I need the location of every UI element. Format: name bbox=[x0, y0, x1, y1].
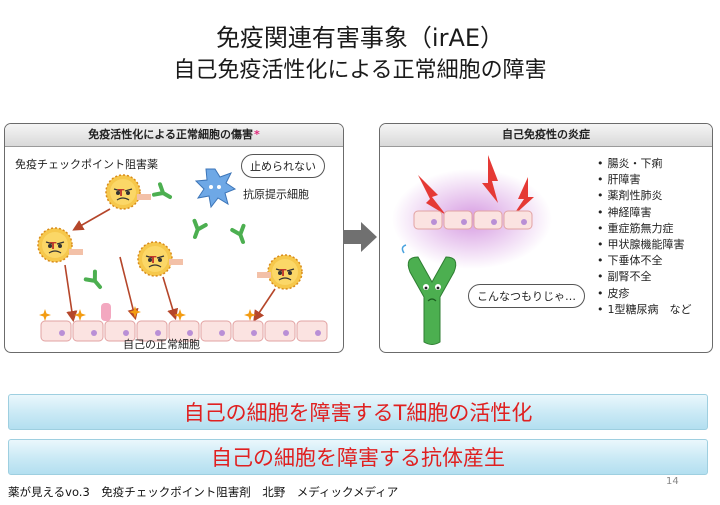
t-cell bbox=[37, 227, 83, 263]
normal-cells-label: 自己の正常細胞 bbox=[123, 338, 200, 351]
immune-activation-panel: 免疫活性化による正常細胞の傷害* bbox=[4, 123, 344, 353]
lightning-icon bbox=[418, 175, 446, 215]
checkpoint-inhibitor-label: 免疫チェックポイント阻害薬 bbox=[15, 158, 158, 171]
source-citation: 薬が見えるvo.3 免疫チェックポイント阻害剤 北野 メディックメディア bbox=[8, 485, 399, 499]
list-item: 副腎不全 bbox=[597, 269, 692, 285]
damage-spark-icon bbox=[129, 306, 141, 318]
asterisk-mark: * bbox=[253, 128, 260, 141]
list-item: 1型糖尿病 など bbox=[597, 302, 692, 318]
t-cell bbox=[137, 241, 183, 277]
damage-spark-icon bbox=[74, 309, 86, 321]
antibody-icon bbox=[152, 182, 175, 205]
adverse-effects-list: 腸炎・下痢 肝障害 薬剤性肺炎 神経障害 重症筋無力症 甲状腺機能障害 下垂体不… bbox=[597, 156, 692, 318]
list-item: 下垂体不全 bbox=[597, 253, 692, 269]
list-item: 重症筋無力症 bbox=[597, 221, 692, 237]
list-item: 皮疹 bbox=[597, 286, 692, 302]
antibody-icon bbox=[83, 269, 107, 293]
t-cell-letter: T bbox=[150, 255, 157, 266]
antibody-icon bbox=[230, 223, 251, 247]
damage-spark-icon bbox=[174, 309, 186, 321]
speech-bubble: こんなつもりじゃ… bbox=[468, 284, 585, 308]
t-cell-letter: T bbox=[118, 188, 125, 199]
list-item: 薬剤性肺炎 bbox=[597, 188, 692, 204]
apc-label: 抗原提示細胞 bbox=[243, 188, 309, 201]
lightning-icon bbox=[512, 177, 534, 217]
t-cell bbox=[105, 174, 151, 210]
t-cell-illustration: T T T T bbox=[37, 168, 328, 342]
list-item: 腸炎・下痢 bbox=[597, 156, 692, 172]
lightning-icon bbox=[482, 155, 498, 203]
antibody-character bbox=[401, 244, 457, 345]
right-arrow-icon bbox=[343, 222, 377, 252]
t-cell-letter: T bbox=[280, 268, 287, 279]
cannot-stop-callout: 止められない bbox=[241, 154, 325, 178]
damaged-cell-row bbox=[413, 210, 533, 230]
normal-cell-row bbox=[40, 320, 328, 342]
right-panel-heading: 自己免疫性の炎症 bbox=[380, 124, 712, 147]
antigen-presenting-cell bbox=[194, 168, 237, 209]
t-cell bbox=[257, 254, 303, 290]
list-item: 甲状腺機能障害 bbox=[597, 237, 692, 253]
slide-title: 免疫関連有害事象（irAE） bbox=[215, 24, 505, 52]
inflammation-illustration bbox=[392, 155, 552, 345]
autoimmune-inflammation-panel: 自己免疫性の炎症 bbox=[379, 123, 713, 353]
antibody-production-banner: 自己の細胞を障害する抗体産生 bbox=[8, 439, 708, 475]
t-cell-letter: T bbox=[50, 241, 57, 252]
page-number: 14 bbox=[666, 476, 679, 487]
antibody-icon bbox=[187, 218, 208, 242]
slide-subtitle: 自己免疫活性化による正常細胞の障害 bbox=[173, 58, 547, 83]
list-item: 肝障害 bbox=[597, 172, 692, 188]
left-panel-heading: 免疫活性化による正常細胞の傷害* bbox=[5, 124, 343, 147]
damage-spark-icon bbox=[244, 309, 256, 321]
damage-spark-icon bbox=[39, 309, 51, 321]
t-cell-activation-banner: 自己の細胞を障害するT細胞の活性化 bbox=[8, 394, 708, 430]
left-panel-heading-text: 免疫活性化による正常細胞の傷害 bbox=[88, 128, 253, 141]
list-item: 神経障害 bbox=[597, 205, 692, 221]
